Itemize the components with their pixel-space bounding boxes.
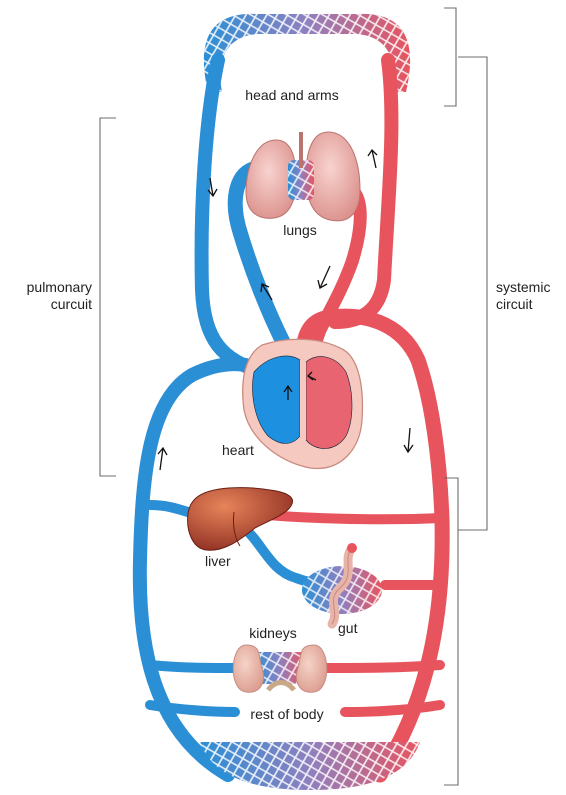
label-pulmonary-line1: pulmonary <box>0 279 92 296</box>
label-pulmonary-line2: curcuit <box>0 296 92 313</box>
label-kidneys: kidneys <box>236 625 310 642</box>
pulmonary-bracket <box>100 118 116 476</box>
arrow-aorta-down <box>404 428 413 452</box>
arrow-to-heart <box>318 266 330 288</box>
head-capillary-bed <box>204 14 410 92</box>
lower-body-capillary-bed <box>200 742 420 790</box>
label-heart: heart <box>222 442 254 459</box>
systemic-bracket <box>458 57 487 530</box>
label-systemic-circuit: systemic circuit <box>496 279 566 313</box>
label-lungs: lungs <box>265 222 335 239</box>
label-rest-of-body: rest of body <box>222 706 352 723</box>
label-liver: liver <box>205 553 231 570</box>
heart-organ <box>243 339 363 468</box>
label-systemic-line1: systemic <box>496 279 566 296</box>
head-bracket <box>444 8 456 106</box>
gut-organ <box>302 543 382 624</box>
label-gut: gut <box>338 620 357 637</box>
label-head-and-arms: head and arms <box>222 87 362 104</box>
kidneys-organ <box>233 645 327 692</box>
label-pulmonary-circuit: pulmonary curcuit <box>0 279 92 313</box>
label-systemic-line2: circuit <box>496 296 566 313</box>
arrow-up-carotid <box>368 150 377 168</box>
lungs-organ <box>246 132 360 221</box>
arrow-vein-up <box>158 448 167 470</box>
